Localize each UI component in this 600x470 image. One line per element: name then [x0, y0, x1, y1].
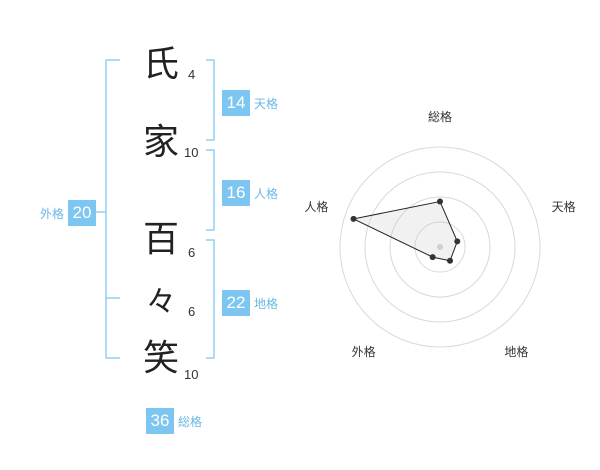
name-char-4: 々 — [146, 285, 176, 320]
stroke-count-2: 10 — [184, 145, 199, 160]
radar-axis-label-1: 天格 — [552, 199, 576, 214]
soukaku-value: 36 — [146, 408, 174, 434]
radar-ring — [414, 221, 466, 273]
name-char-1: 氏 — [142, 44, 179, 85]
jinkaku-value: 16 — [222, 180, 250, 206]
gaikaku-badge: 外格 20 — [40, 200, 97, 226]
radar-rings — [339, 146, 541, 348]
stroke-count-3: 6 — [188, 245, 196, 260]
gaikaku-label: 外格 — [40, 206, 65, 221]
radar-axis-label-3: 外格 — [352, 344, 376, 359]
radar-center-dot — [437, 244, 443, 250]
gaikaku-bracket — [105, 59, 120, 359]
name-char-5: 笑 — [142, 338, 179, 379]
gaikaku-value: 20 — [68, 200, 97, 226]
radar-ring — [339, 146, 541, 348]
radar-axis-label-4: 人格 — [304, 199, 328, 214]
stroke-count-4: 6 — [188, 304, 196, 319]
bracket-lines — [93, 59, 215, 359]
tenkaku-bracket — [206, 59, 215, 141]
radar-polygon — [351, 200, 458, 262]
radar-point-1 — [454, 238, 461, 245]
radar-point-2 — [447, 257, 454, 264]
radar-point-0 — [437, 198, 443, 205]
tenkaku-value: 14 — [222, 90, 250, 116]
name-kakusu-diagram: 氏 4 家 10 百 6 々 6 笑 10 14 天格 16 人格 22 地格 — [40, 44, 278, 434]
chikaku-label: 地格 — [254, 296, 279, 311]
chikaku-bracket — [206, 239, 215, 359]
radar-axis-label-2: 地格 — [504, 344, 528, 359]
radar-point-4 — [350, 215, 357, 222]
soukaku-badge: 36 総格 — [146, 408, 202, 434]
jinkaku-label: 人格 — [254, 186, 279, 201]
jinkaku-badge: 16 人格 — [222, 180, 278, 206]
stroke-count-5: 10 — [184, 367, 199, 382]
chikaku-badge: 22 地格 — [222, 290, 278, 316]
chikaku-value: 22 — [222, 290, 250, 316]
jinkaku-bracket — [206, 149, 215, 231]
tenkaku-badge: 14 天格 — [222, 90, 278, 116]
radar-ring — [389, 196, 491, 298]
radar-points — [350, 198, 461, 264]
name-char-2: 家 — [142, 122, 179, 163]
stroke-count-1: 4 — [188, 67, 196, 82]
radar-point-3 — [429, 254, 436, 261]
soukaku-label: 総格 — [178, 414, 203, 429]
radar-ring — [364, 171, 516, 323]
radar-axis-label-0: 総格 — [428, 109, 452, 124]
tenkaku-label: 天格 — [254, 96, 279, 111]
name-char-3: 百 — [142, 219, 179, 260]
